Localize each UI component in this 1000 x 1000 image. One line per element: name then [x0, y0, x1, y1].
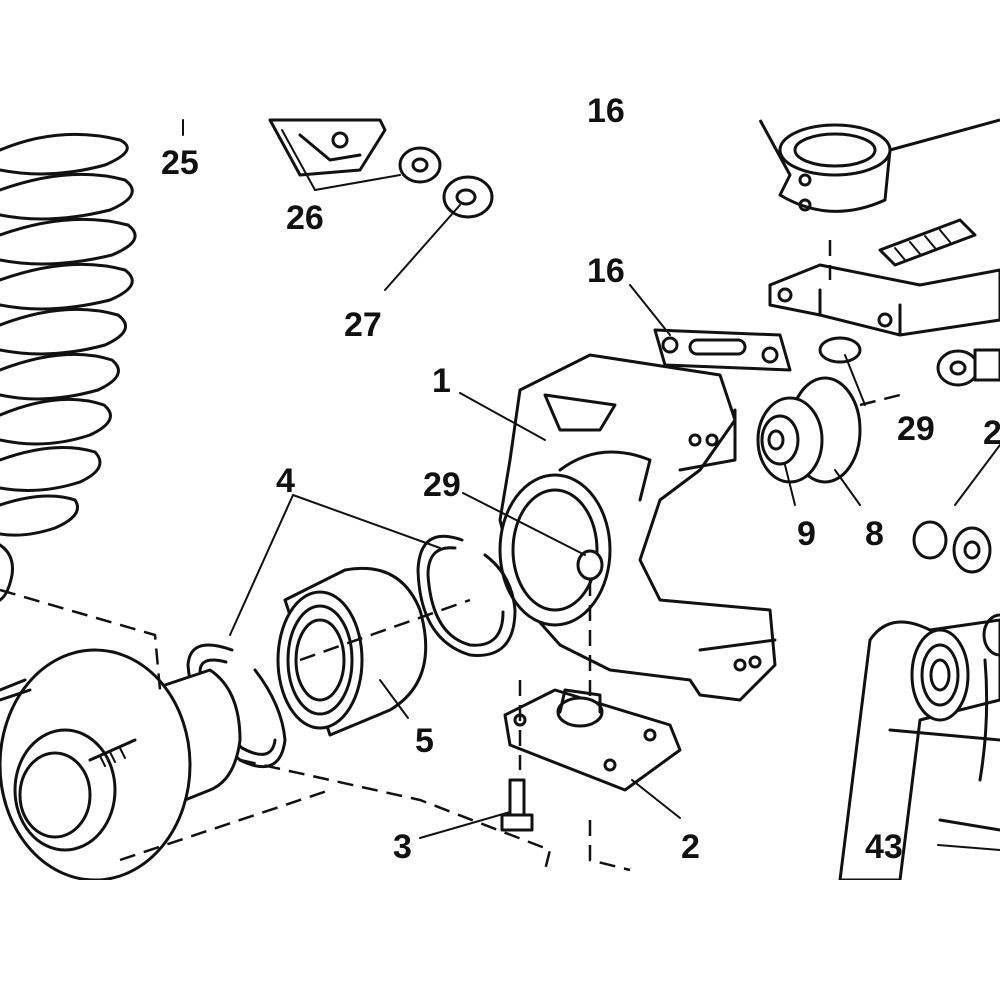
circlip-large [416, 534, 517, 657]
label-16: 16 [587, 252, 625, 290]
label-5: 5 [415, 722, 434, 760]
label-1: 1 [432, 362, 451, 400]
wheel-hub [0, 588, 552, 882]
lower-plate [503, 680, 682, 872]
label-8: 8 [865, 515, 884, 553]
label-9: 9 [797, 515, 816, 553]
label-2: 2 [681, 828, 700, 866]
link-plate-16 [653, 328, 792, 372]
label-26: 26 [286, 199, 324, 237]
leader-lines [182, 119, 1000, 851]
label-25: 25 [161, 144, 199, 182]
steering-knuckle [498, 353, 777, 702]
wheel-bearing [276, 566, 471, 737]
label-16-top: 16 [587, 92, 625, 130]
label-27: 27 [344, 306, 382, 344]
upper-arm-assembly [758, 118, 1000, 407]
label-43: 43 [865, 828, 903, 866]
label-2-edge: 2 [983, 414, 1000, 452]
bottom-margin [0, 880, 1000, 1000]
bolt-3 [500, 778, 534, 832]
right-side-parts [838, 520, 1000, 882]
label-4: 4 [276, 462, 295, 500]
label-29-knuckle: 29 [423, 466, 461, 504]
bushing-assembly [756, 376, 862, 484]
label-29-right: 29 [897, 410, 935, 448]
label-3: 3 [393, 828, 412, 866]
coil-spring [0, 132, 137, 602]
